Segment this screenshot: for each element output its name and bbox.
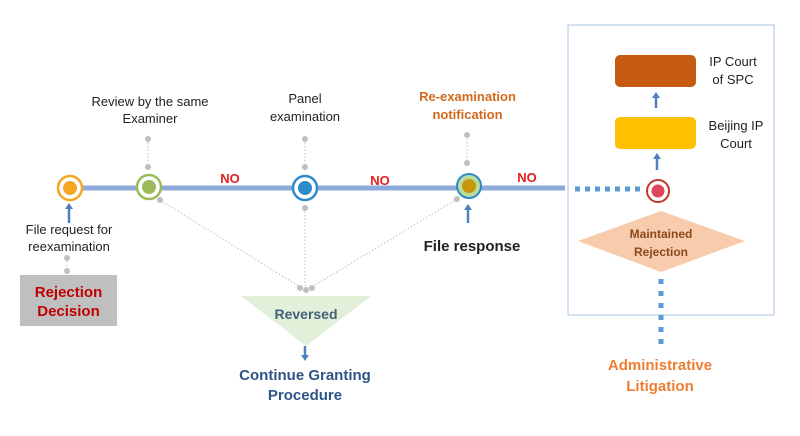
rejection-decision-label: Rejection Decision (20, 283, 117, 321)
label-line: reexamination (28, 239, 110, 254)
reversed-triangle (241, 296, 371, 346)
label-line: Panel (288, 91, 322, 106)
rejection-decision-box (20, 275, 117, 326)
label-line: File request for (25, 222, 113, 237)
maintained-rejection-label: Maintained Rejection (611, 225, 711, 261)
leader-lines (66, 135, 468, 288)
label-line: of SPC (712, 72, 754, 87)
beijing-ip-court-label: Beijing IP Court (698, 117, 774, 153)
label-line: Review by the same (91, 94, 209, 109)
node-litigation-start[interactable] (646, 179, 670, 203)
node-label-same-examiner: Review by the same Examiner (80, 93, 220, 127)
edge-label-no-1: NO (220, 171, 240, 186)
ip-court-spc-label: IP Court of SPC (698, 53, 768, 89)
label-line: IP Court (709, 54, 757, 69)
file-response-label: File response (423, 238, 521, 255)
label-line: Decision (37, 303, 100, 320)
node-file-request[interactable] (56, 174, 84, 202)
node-label-file-request: File request for reexamination (10, 221, 128, 255)
label-line: notification (432, 107, 503, 122)
up-arrows (65, 92, 661, 223)
label-line: Continue Granting (239, 367, 371, 384)
node-reexamination-notification[interactable] (456, 173, 482, 199)
continue-granting-label: Continue Granting Procedure (225, 366, 385, 406)
leader-dots (64, 132, 470, 293)
edge-label-no-2: NO (370, 173, 390, 188)
label-line: Examiner (122, 111, 178, 126)
label-line: Administrative (607, 357, 713, 374)
label-line: Maintained (629, 227, 693, 241)
label-line: Rejection (34, 284, 103, 301)
label-line: Litigation (626, 378, 694, 395)
node-same-examiner[interactable] (135, 173, 163, 201)
label-line: Procedure (267, 387, 343, 404)
label-line: Rejection (633, 245, 688, 259)
label-line: Re-examination (419, 89, 516, 104)
maintained-rejection-diamond (578, 211, 745, 272)
node-label-notification: Re-examination notification (405, 88, 530, 124)
ip-court-spc-box (615, 55, 696, 87)
label-line: Beijing IP (708, 118, 764, 133)
reversed-label: Reversed (274, 306, 338, 322)
node-label-panel: Panel examination (265, 90, 345, 126)
beijing-ip-court-box (615, 117, 696, 149)
label-line: Court (720, 136, 752, 151)
administrative-litigation-label: Administrative Litigation (595, 355, 725, 397)
label-line: examination (269, 109, 341, 124)
litigation-panel-border (567, 24, 775, 316)
edge-label-no-3: NO (517, 170, 537, 185)
node-panel-examination[interactable] (291, 174, 319, 202)
down-arrow-icon (301, 346, 309, 361)
